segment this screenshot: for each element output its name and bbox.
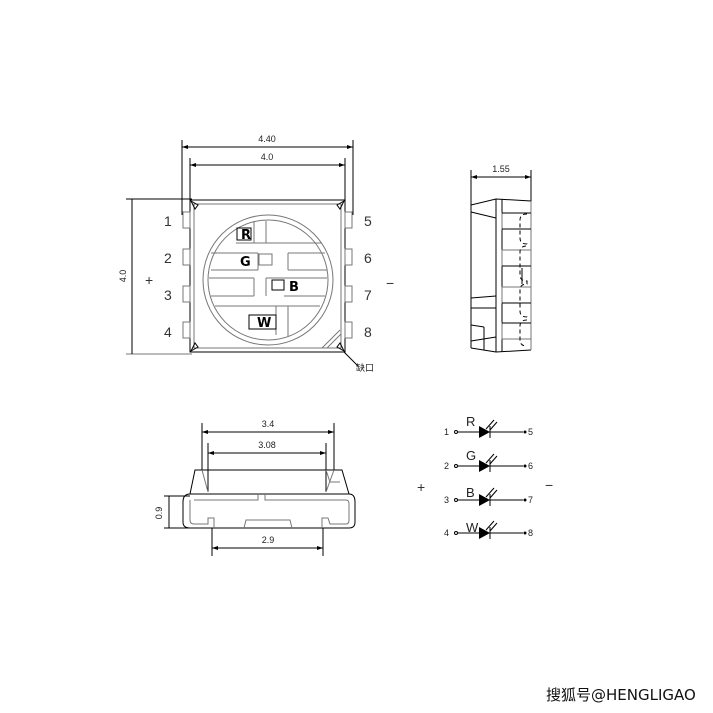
pin-label-3: 3 bbox=[164, 287, 172, 303]
pin-label-8: 8 bbox=[364, 324, 372, 340]
polarity-plus: + bbox=[145, 272, 153, 288]
svg-text:5: 5 bbox=[528, 427, 533, 437]
pin-label-4: 4 bbox=[164, 324, 172, 340]
schematic-row-r: 1 5 R bbox=[444, 414, 533, 438]
svg-text:2: 2 bbox=[444, 461, 449, 471]
pin-label-7: 7 bbox=[364, 287, 372, 303]
svg-text:6: 6 bbox=[528, 461, 533, 471]
chip-label-w: W bbox=[257, 316, 271, 331]
pin-label-6: 6 bbox=[364, 250, 372, 266]
svg-text:3: 3 bbox=[444, 495, 449, 505]
side-view: 1.55 bbox=[470, 164, 532, 353]
svg-text:1: 1 bbox=[444, 427, 449, 437]
dim-front-inner: 3.08 bbox=[258, 440, 276, 450]
svg-text:4: 4 bbox=[444, 528, 449, 538]
schematic-row-b: 3 7 B bbox=[444, 485, 533, 506]
chip-label-b: B bbox=[289, 280, 299, 295]
watermark: 搜狐号@HENGLIGAO bbox=[546, 686, 696, 704]
schematic-polarity-plus: + bbox=[417, 479, 425, 495]
pin-label-5: 5 bbox=[364, 213, 372, 229]
schematic-row-g: 2 6 G bbox=[444, 448, 533, 472]
svg-text:8: 8 bbox=[528, 528, 533, 538]
top-view: 4.40 4.0 4.0 缺口 bbox=[118, 134, 394, 373]
schematic-label-g: G bbox=[466, 448, 476, 463]
pin-label-2: 2 bbox=[164, 250, 172, 266]
dim-body-width: 4.0 bbox=[261, 152, 274, 162]
schematic-label-w: W bbox=[466, 520, 479, 535]
chip-label-g: G bbox=[240, 255, 251, 270]
dim-front-height: 0.9 bbox=[154, 507, 164, 520]
polarity-minus: − bbox=[386, 275, 394, 291]
dim-front-bottom: 2.9 bbox=[262, 535, 275, 545]
dim-side-width: 1.55 bbox=[492, 164, 510, 174]
schematic: + − 1 5 R 2 6 G 3 bbox=[417, 414, 553, 539]
dim-outer-width: 4.40 bbox=[258, 134, 276, 144]
front-view: 3.4 3.08 0.9 2.9 bbox=[154, 419, 356, 556]
schematic-row-w: 4 8 W bbox=[444, 520, 533, 539]
schematic-label-r: R bbox=[466, 414, 475, 429]
schematic-polarity-minus: − bbox=[545, 477, 553, 493]
pin-label-1: 1 bbox=[164, 213, 172, 229]
chip-label-r: R bbox=[241, 228, 251, 243]
svg-text:7: 7 bbox=[528, 495, 533, 505]
dim-front-top: 3.4 bbox=[262, 419, 275, 429]
dim-height: 4.0 bbox=[118, 270, 128, 283]
notch-label: 缺口 bbox=[356, 362, 374, 373]
schematic-label-b: B bbox=[466, 485, 475, 500]
